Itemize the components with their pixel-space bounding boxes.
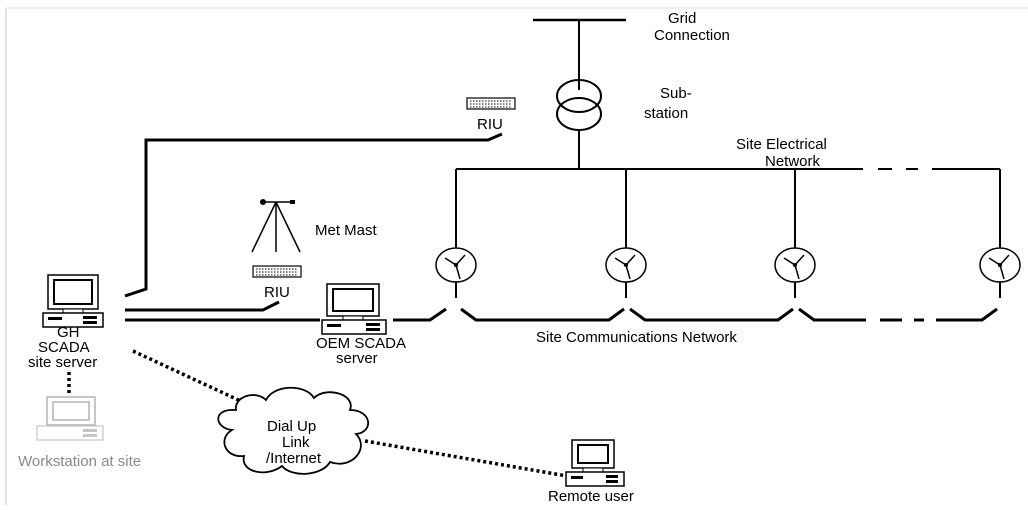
gh-server-label-3: site server — [28, 354, 97, 371]
link-server-to-riu-top — [124, 132, 503, 298]
grid-connection-label-1: Grid — [668, 10, 696, 27]
riu-top-label: RIU — [477, 116, 503, 133]
substation-label-1: Sub- — [660, 85, 692, 102]
cloud-icon — [217, 386, 369, 475]
computer-icon — [565, 439, 625, 487]
computer-icon — [321, 283, 387, 335]
link-server-to-riu-met — [125, 300, 280, 312]
wind-turbine-icon — [774, 247, 816, 298]
workstation-label: Workstation at site — [18, 453, 141, 470]
riu-device-icon — [466, 97, 516, 110]
site-electrical-network: Site Electrical Network — [455, 136, 1001, 248]
remote-user-label: Remote user — [548, 488, 634, 505]
gh-server-label-1: GH — [57, 324, 80, 341]
wind-turbine-icon — [605, 247, 647, 298]
oem-server-label-1: OEM SCADA — [316, 335, 406, 352]
site-comms-label: Site Communications Network — [536, 329, 737, 346]
site-electrical-label-1: Site Electrical — [736, 136, 827, 153]
grid-connection-label-2: Connection — [654, 27, 730, 44]
gh-server-label-2: SCADA — [38, 339, 90, 356]
grid-connection: Grid Connection — [533, 10, 730, 90]
link-cloud-to-remote — [364, 439, 568, 478]
dialup-label-1: Dial Up — [267, 418, 316, 435]
riu-device-icon — [252, 265, 302, 278]
computer-icon — [42, 274, 104, 328]
dialup-label-2: Link — [282, 434, 310, 451]
dialup-label-3: /Internet — [266, 450, 322, 467]
wind-turbine-icon — [979, 247, 1021, 298]
oem-server-label-2: server — [336, 350, 378, 367]
riu-met-label: RIU — [264, 284, 290, 301]
met-mast-icon — [251, 199, 301, 253]
site-electrical-label-2: Network — [765, 153, 821, 170]
substation-label-2: station — [644, 105, 688, 122]
site-communications-network: Site Communications Network — [393, 307, 998, 346]
wind-turbine-icon — [435, 247, 477, 298]
computer-icon — [36, 396, 104, 441]
met-mast-label: Met Mast — [315, 222, 378, 239]
